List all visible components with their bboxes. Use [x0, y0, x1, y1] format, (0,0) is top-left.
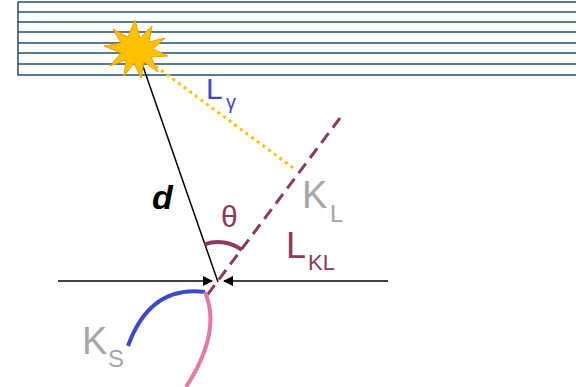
- distance-symbol: d: [152, 180, 173, 214]
- subscript: KL: [308, 252, 335, 274]
- dimension-arrow: [58, 280, 212, 282]
- pion-track: [186, 292, 210, 387]
- particle-symbol: K: [82, 322, 107, 360]
- subscript: L: [330, 202, 343, 226]
- angle-symbol: θ: [221, 202, 238, 232]
- length-symbol: L: [286, 228, 306, 264]
- starburst: [104, 20, 168, 78]
- dimension-arrow: [224, 280, 388, 282]
- detector-layers: [18, 2, 576, 75]
- kl-path: [205, 118, 340, 298]
- ks-track: [128, 291, 205, 346]
- particle-symbol: K: [302, 176, 327, 214]
- photon-path: [150, 62, 296, 170]
- subscript: γ: [226, 92, 236, 112]
- angle-arc: [205, 242, 242, 250]
- length-symbol: L: [206, 74, 223, 104]
- subscript: S: [108, 347, 124, 371]
